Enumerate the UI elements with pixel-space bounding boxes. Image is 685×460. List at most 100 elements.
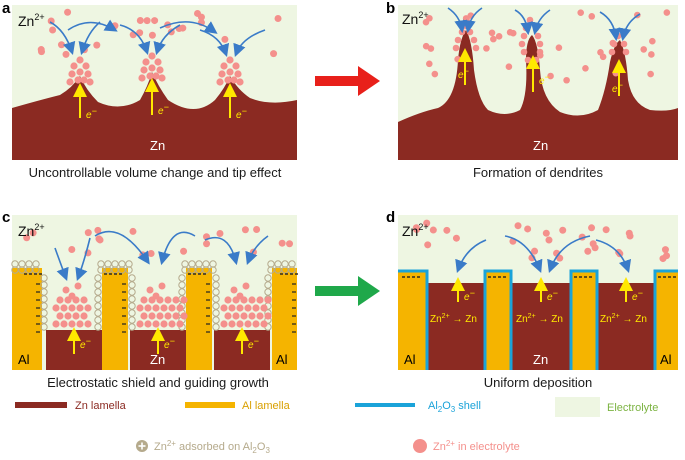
zn-ion-dot [463,17,470,24]
zn-ion-dot [234,70,242,78]
curved-arrow-icon [599,11,622,42]
panel-caption: Uniform deposition [484,375,592,390]
adsorbed-ion-dot [11,266,19,274]
zn-ion-dot [156,312,164,320]
zn-ion-dot [534,32,542,40]
zn-ion-dot [274,15,282,23]
zn-ion-dot [76,56,84,64]
zn-ion-dot [253,225,261,233]
zn-ion-dot [80,296,88,304]
adsorbed-ion-dot [128,323,136,331]
zn-ion-dot [95,235,103,243]
adsorbed-ion-dot [94,288,102,296]
zn-ion-dot [66,78,74,86]
zn-ion-dot [248,296,256,304]
zn-ion-dot [226,68,234,76]
zn-ion-dot [76,304,84,312]
zn-ion-dot [520,32,528,40]
zn-ion-dot [648,51,655,58]
adsorbed-ion-dot [212,302,220,310]
zn-ion-dot [647,70,654,78]
zn-ion-dot [158,74,166,82]
zn-ion-dot [559,226,567,234]
al-lamella [12,268,42,370]
zn-ion-dot [52,320,60,328]
zn-ion-dot [158,282,166,290]
zn-ion-dot [536,48,544,56]
curved-arrow-icon [159,21,218,34]
zn-ion-dot [57,41,65,49]
zn-ion-dot [228,304,236,312]
ion-label: Zn2+ [18,222,45,239]
curved-arrow-icon [504,235,543,273]
al-lamella [656,272,678,370]
legend: Zn lamella Al lamella Al2O3 shell Electr… [15,397,658,455]
adsorbed-ion-dot [40,288,48,296]
curved-arrow-icon [78,21,101,56]
zn-ion-dot [622,48,630,56]
ion-label: Zn2+ [18,12,45,29]
curved-arrow-icon [158,231,196,266]
zn-ion-dot [626,232,634,240]
curved-arrow-icon [530,9,551,36]
zn-ion-dot [129,227,137,235]
zn-ion-dot [151,17,159,25]
zn-ion-dot [470,36,478,44]
zn-ion-dot [94,226,102,234]
zn-ion-dot [431,70,439,78]
zn-ion-dot [423,219,431,227]
zn-ion-dot [228,320,236,328]
zn-ion-dot [452,44,460,52]
zn-ion-dot [179,24,187,32]
zn-ion-dot [555,44,563,52]
electron-label: e− [464,288,475,303]
zn-ion-dot [76,320,84,328]
zn-ion-dot [93,41,101,49]
zn-ion-dot [620,40,628,48]
zn-ion-dot [136,320,144,328]
electron-label: e− [158,102,169,117]
zn-ion-dot [180,312,188,320]
adsorbed-ion-dot [202,266,210,274]
zn-ion-dot [220,320,228,328]
zn-ion-dot [148,31,156,39]
zn-ion-dot [454,55,461,63]
zn-ion-dot [427,45,435,52]
zn-ion-dot [64,8,72,16]
zn-ion-dot [582,65,589,72]
zn-ion-dot [547,72,554,80]
zn-ion-dot [584,247,592,255]
zn-ion-dot [70,62,78,70]
zn-ion-dot [160,304,168,312]
zn-ion-dot [176,320,184,328]
zn-ion-dot [47,17,55,25]
metal-label: Zn [533,138,548,153]
zn-ion-dot [429,226,437,234]
legend-shell-label: Al2O3 shell [428,400,481,414]
zn-ion-dot [264,312,272,320]
curved-arrow-icon [595,239,632,274]
zn-ion-dot [518,40,526,48]
zn-ion-dot [563,76,570,84]
zn-ion-dot [640,46,648,53]
al-label-left: Al [404,352,416,367]
reaction-label: Zn2+ → Zn [600,313,647,325]
panel-caption: Electrostatic shield and guiding growth [47,375,269,390]
zn-ion-dot [520,48,528,56]
zn-ion-dot [140,296,148,304]
zn-ion-dot [244,304,252,312]
zn-ion-dot [84,70,92,78]
zn-ion-dot [236,292,244,300]
legend-swatch-shell [355,403,415,407]
adsorbed-ion-dot [128,295,136,303]
zn-ion-dot [148,64,156,72]
zn-ion-dot [220,62,228,70]
panel-letter: c [2,209,10,226]
zn-ion-dot [232,312,240,320]
zn-ion-dot [62,50,70,58]
adsorbed-ion-dot [40,281,48,289]
reaction-label: Zn2+ → Zn [430,313,477,325]
zn-ion-dot [230,286,238,294]
zn-ion-dot [495,33,503,40]
zn-ion-dot [599,53,607,61]
